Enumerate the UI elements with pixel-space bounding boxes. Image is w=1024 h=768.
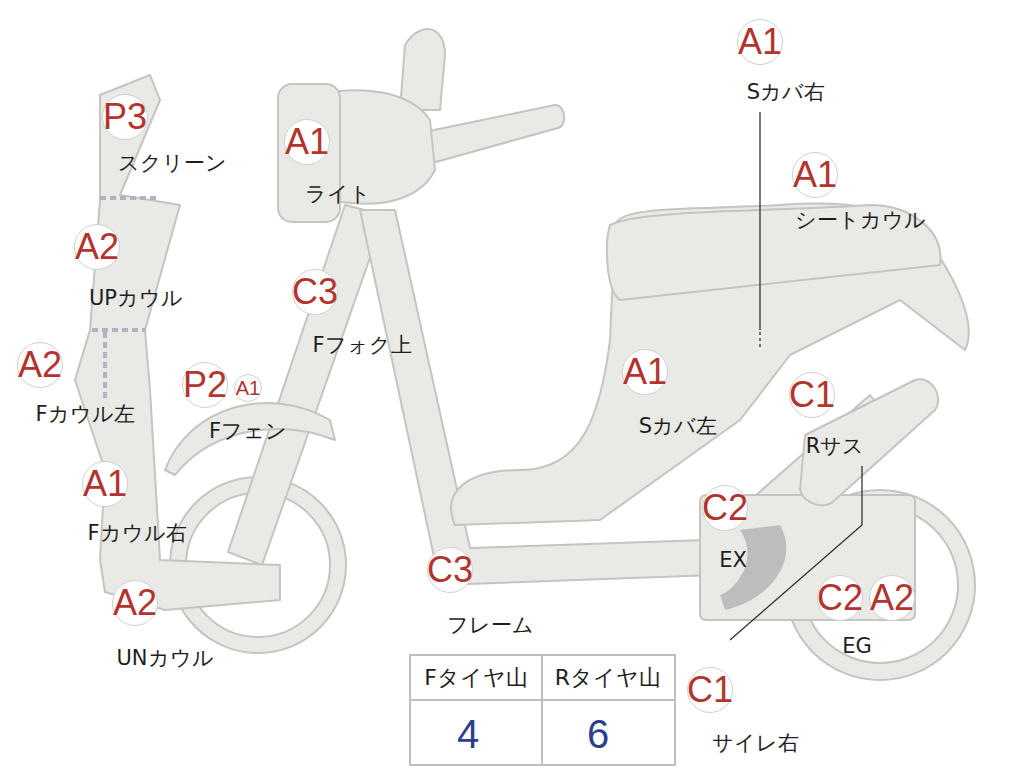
seat [607, 205, 940, 300]
part-name: Rサス [806, 436, 865, 457]
front-fender [165, 403, 335, 475]
callout-code: A1 [622, 349, 668, 395]
part-name: UNカウル [116, 648, 213, 669]
body-cover [451, 203, 969, 525]
callout-code: C3 [292, 269, 338, 315]
damage-callout: A2UNカウル [112, 580, 158, 626]
damage-callout: C2EG [817, 575, 863, 621]
part-name: Fカウル左 [35, 404, 134, 425]
part-name: Sカバ左 [639, 416, 717, 437]
table-rule [541, 655, 543, 765]
part-name: EX [719, 550, 747, 571]
damage-callout: A1 [234, 374, 262, 402]
part-name: Fカウル右 [87, 523, 186, 544]
callout-code: A2 [17, 342, 63, 388]
windscreen [400, 29, 445, 110]
exhaust [720, 525, 786, 610]
callout-code: A2 [74, 224, 120, 270]
table-header: Rタイヤ山 [555, 667, 661, 689]
part-name: UPカウル [89, 288, 183, 309]
damage-callout: A1Sカバ左 [622, 349, 668, 395]
damage-callout: C2EX [702, 485, 748, 531]
part-name: Fフォク上 [312, 335, 411, 356]
callout-code: A1 [284, 119, 330, 165]
leader-line [861, 466, 862, 525]
front-fork [228, 205, 385, 565]
part-name: シートカウル [795, 210, 926, 231]
callout-code: A1 [737, 19, 783, 65]
part-name: ライト [305, 184, 371, 205]
callout-code: A1 [82, 461, 128, 507]
part-name: Sカバ右 [747, 82, 825, 103]
tire-table [410, 655, 675, 765]
callout-code: C2 [817, 575, 863, 621]
callout-code: A2 [112, 580, 158, 626]
damage-callout: C3Fフォク上 [292, 269, 338, 315]
table-header: Fタイヤ山 [424, 667, 528, 689]
callout-code: C1 [789, 372, 835, 418]
damage-callout: A1Sカバ右 [737, 19, 783, 65]
callout-code: C3 [427, 547, 473, 593]
callout-code: A1 [234, 374, 262, 402]
damage-callout: A1シートカウル [792, 152, 838, 198]
callout-code: A1 [792, 152, 838, 198]
callout-code: C1 [687, 667, 733, 713]
damage-callout: A2Fカウル左 [17, 342, 63, 388]
callout-code: C2 [702, 485, 748, 531]
table-value: 4 [457, 714, 479, 754]
damage-callout: C3フレーム [427, 547, 473, 593]
damage-callout: C1サイレ右 [687, 667, 733, 713]
damage-callout: A1Fカウル右 [82, 461, 128, 507]
callout-code: A2 [869, 575, 915, 621]
table-value: 6 [587, 714, 609, 754]
front-cowl [75, 75, 280, 610]
leader-line [730, 525, 862, 640]
callout-code: P3 [102, 94, 148, 140]
cowl-split [92, 328, 145, 332]
damage-callout: P3スクリーン [102, 94, 148, 140]
cowl-split [100, 196, 160, 200]
part-name: フレーム [447, 615, 534, 636]
leader-line [759, 332, 760, 348]
cowl-split [103, 332, 107, 400]
part-name: EG [842, 636, 872, 657]
damage-callout: A2 [869, 575, 915, 621]
damage-callout: P2Fフェン [182, 362, 228, 408]
part-name: サイレ右 [712, 733, 799, 754]
part-name: Fフェン [209, 421, 287, 442]
part-name: スクリーン [118, 153, 227, 174]
damage-callout: C1Rサス [789, 372, 835, 418]
damage-callout: A2UPカウル [74, 224, 120, 270]
damage-callout: A1ライト [284, 119, 330, 165]
leader-line [759, 112, 760, 330]
callout-code: P2 [182, 362, 228, 408]
